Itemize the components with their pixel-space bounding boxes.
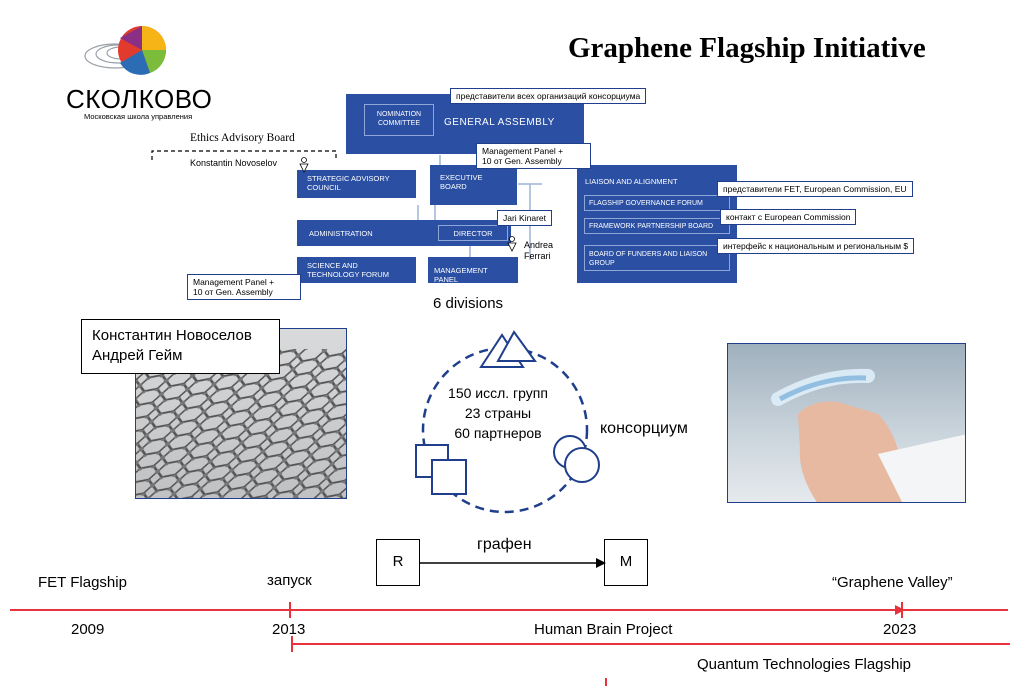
r-box: R [376,539,420,586]
note-mgmt-bottom: Management Panel + 10 от Gen. Assembly [187,274,301,300]
liaison-block: LIAISON AND ALIGNMENT FLAGSHIP GOVERNANC… [577,165,737,283]
note-jari: Jari Kinaret [497,210,552,226]
general-assembly-label: GENERAL ASSEMBLY [444,117,555,128]
timeline-axis [10,602,1010,686]
administration-label: ADMINISTRATION [309,229,373,238]
scientists-box: Константин Новоселов Андрей Гейм [81,319,280,374]
note-andrea: Andrea Ferrari [524,240,554,261]
board-of-funders: BOARD OF FUNDERS AND LIAISON GROUP [584,245,730,271]
timeline-hbp: Human Brain Project [534,621,673,638]
governance-forum: FLAGSHIP GOVERNANCE FORUM [584,195,730,211]
consortium-countries: 23 страны [464,405,532,421]
note-fet-reps: представители FET, European Commission, … [717,181,913,197]
person-icon [299,157,309,173]
note-mgmt-bottom-line2: 10 от Gen. Assembly [193,287,273,297]
note-consortium-reps: представители всех организаций консорциу… [450,88,647,104]
note-mgmt-bottom-line1: Management Panel + [193,277,275,287]
ethics-person: Konstantin Novoselov [190,158,278,168]
liaison-label: LIAISON AND ALIGNMENT [585,177,678,186]
m-box: M [604,539,648,586]
note-interface: интерфейс к национальным и региональным … [717,238,915,254]
scientist-novoselov: Константин Новоселов [92,327,252,344]
timeline-2013: 2013 [272,621,306,638]
timeline-launch-label: запуск [267,572,312,589]
note-ec-contact: контакт с European Commission [720,209,857,225]
skolkovo-logo-icon [84,26,167,75]
timeline-valley-label: “Graphene Valley” [832,574,953,591]
executive-board: EXECUTIVE BOARD [430,165,517,205]
strategic-advisory-council: STRATEGIC ADVISORY COUNCIL [297,170,416,198]
timeline-quantum: Quantum Technologies Flagship [697,656,912,673]
ethics-board-label: Ethics Advisory Board [190,132,295,144]
flow-arrow [420,558,606,568]
flexible-graphene-image [727,343,966,503]
science-technology-forum: SCIENCE AND TECHNOLOGY FORUM [297,257,416,283]
divisions-label: 6 divisions [433,295,504,312]
flow-label: графен [477,536,532,553]
framework-board: FRAMEWORK PARTNERSHIP BOARD [584,218,730,234]
brand-subtitle: Московская школа управления [84,112,193,121]
timeline-2023: 2023 [883,621,917,638]
page-title: Graphene Flagship Initiative [568,32,926,64]
note-mgmt-top: Management Panel + 10 от Gen. Assembly [476,143,591,169]
consortium-stats: 150 иссл. групп 23 страны 60 партнеров [448,383,548,443]
consortium-label: консорциум [600,420,688,437]
ethics-bracket [151,150,337,160]
nomination-committee: NOMINATION COMMITTEE [364,104,434,136]
administration-block: ADMINISTRATION DIRECTOR [297,220,511,246]
director-box: DIRECTOR [438,225,508,241]
scientist-geim: Андрей Гейм [92,347,183,364]
consortium-groups: 150 иссл. групп [448,385,548,401]
consortium-diagram [415,330,600,514]
brand-name: СКОЛКОВО [66,84,213,114]
note-mgmt-top-line1: Management Panel + [482,146,564,156]
timeline-2009: 2009 [71,621,105,638]
management-panel-block: MANAGEMENT PANEL [428,257,518,284]
note-mgmt-top-line2: 10 от Gen. Assembly [482,156,562,166]
consortium-partners: 60 партнеров [454,425,542,441]
timeline-fet-label: FET Flagship [38,574,127,591]
person-icon [507,236,517,252]
